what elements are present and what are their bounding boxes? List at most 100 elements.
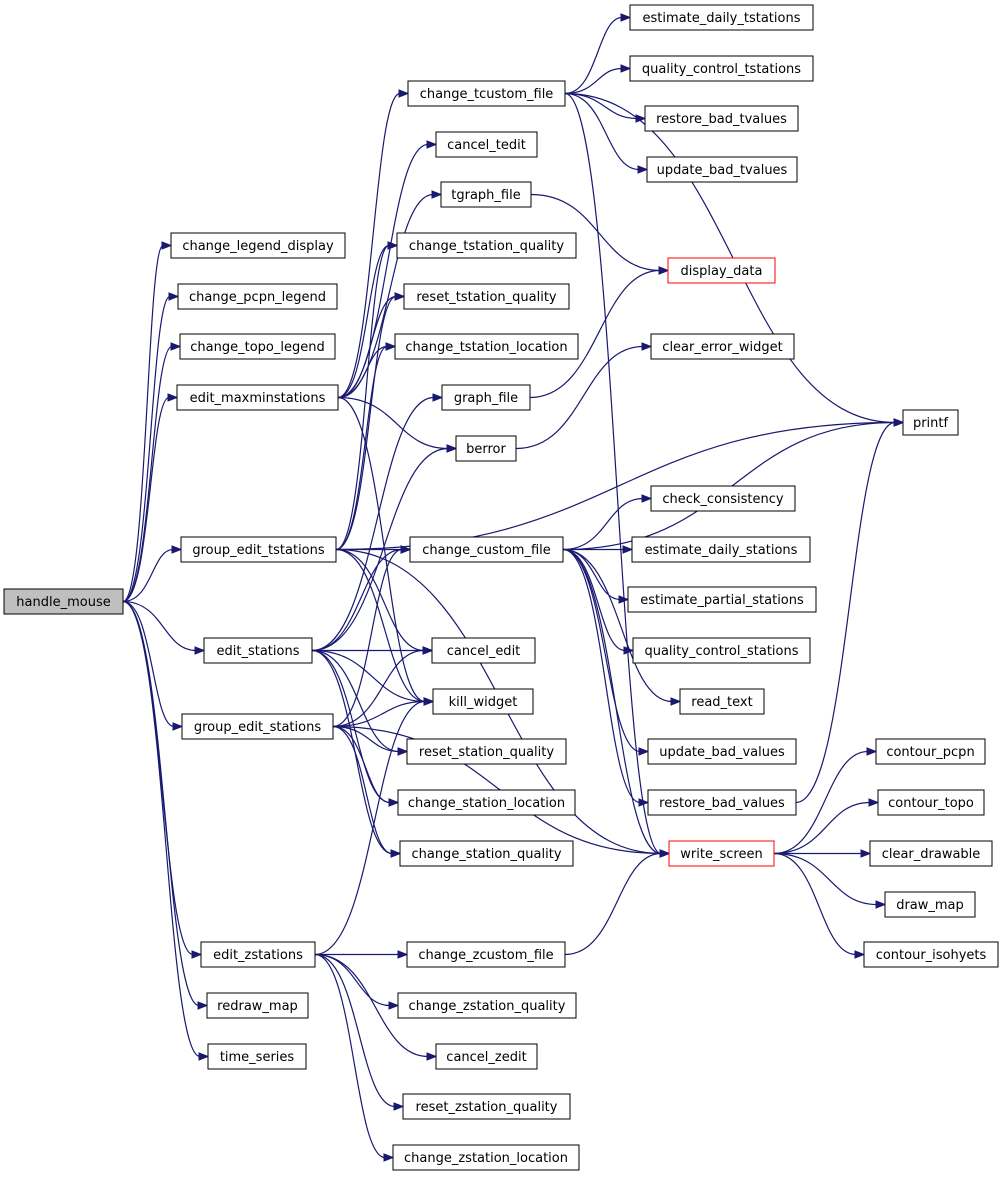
edge-change_tcustom_file-to-quality_control_tstations — [564, 67, 623, 95]
arrowhead-printf — [893, 418, 905, 427]
node-label: draw_map — [896, 898, 964, 913]
node-change-topo-legend[interactable]: change_topo_legend — [179, 333, 336, 360]
node-reset-zstation-quality[interactable]: reset_zstation_quality — [402, 1093, 571, 1120]
node-reset-station-quality[interactable]: reset_station_quality — [406, 738, 567, 765]
node-change-custom-file[interactable]: change_custom_file — [409, 536, 564, 563]
node-read-text[interactable]: read_text — [679, 688, 765, 715]
arrowhead-estimate_partial_stations — [618, 595, 630, 604]
edge-graph_file-to-display_data — [529, 269, 661, 399]
node-label: write_screen — [680, 847, 762, 862]
node-update-bad-values[interactable]: update_bad_values — [647, 738, 797, 765]
node-change-tstation-location[interactable]: change_tstation_location — [394, 333, 579, 360]
node-reset-tstation-quality[interactable]: reset_tstation_quality — [403, 283, 570, 310]
node-berror[interactable]: berror — [455, 435, 517, 462]
node-change-legend-display[interactable]: change_legend_display — [170, 232, 346, 259]
edge-handle_mouse-to-change_legend_display — [122, 244, 164, 603]
node-change-pcpn-legend[interactable]: change_pcpn_legend — [177, 283, 338, 310]
node-change-station-quality[interactable]: change_station_quality — [399, 840, 574, 867]
arrowhead-estimate_daily_tstations — [620, 13, 632, 22]
node-box — [440, 181, 532, 208]
node-box — [396, 232, 577, 259]
node-label: restore_bad_tvalues — [656, 112, 787, 127]
node-label: contour_topo — [888, 796, 974, 811]
node-contour-isohyets[interactable]: contour_isohyets — [863, 941, 999, 968]
node-change-station-location[interactable]: change_station_location — [397, 789, 576, 816]
arrowhead-change_custom_file — [400, 545, 412, 554]
node-label: change_tstation_quality — [409, 239, 564, 254]
arrowhead-contour_pcpn — [866, 747, 878, 756]
edge-group_edit_stations-to-change_custom_file — [332, 548, 403, 728]
node-box — [647, 789, 797, 816]
node-redraw-map[interactable]: redraw_map — [206, 992, 309, 1019]
edge-group_edit_tstations-to-change_tstation_location — [335, 345, 388, 551]
node-box — [3, 588, 124, 615]
node-label: change_zstation_location — [404, 1151, 568, 1166]
node-group-edit-stations[interactable]: group_edit_stations — [181, 713, 334, 740]
node-label: check_consistency — [662, 492, 784, 507]
arrowhead-edit_stations — [194, 646, 206, 655]
node-time-series[interactable]: time_series — [207, 1043, 307, 1070]
node-box — [667, 257, 776, 284]
node-change-tcustom-file[interactable]: change_tcustom_file — [407, 80, 566, 107]
node-group-edit-tstations[interactable]: group_edit_tstations — [180, 536, 337, 563]
node-cancel-tedit[interactable]: cancel_tedit — [435, 131, 538, 158]
arrowhead-reset_tstation_quality — [394, 292, 406, 301]
node-box — [176, 384, 339, 411]
node-box — [207, 1043, 307, 1070]
arrowhead-edit_maxminstations — [167, 393, 179, 402]
node-change-zcustom-file[interactable]: change_zcustom_file — [406, 941, 566, 968]
edge-edit_maxminstations-to-cancel_tedit — [337, 143, 429, 399]
node-estimate-partial-stations[interactable]: estimate_partial_stations — [627, 586, 817, 613]
edge-edit_stations-to-berror — [311, 447, 449, 652]
edge-edit_maxminstations-to-change_tstation_quality — [337, 244, 390, 399]
node-write-screen[interactable]: write_screen — [668, 840, 775, 867]
edge-handle_mouse-to-edit_stations — [122, 600, 197, 652]
node-change-tstation-quality[interactable]: change_tstation_quality — [396, 232, 577, 259]
node-update-bad-tvalues[interactable]: update_bad_tvalues — [646, 156, 798, 183]
node-restore-bad-tvalues[interactable]: restore_bad_tvalues — [644, 105, 799, 132]
node-cancel-zedit[interactable]: cancel_zedit — [435, 1043, 538, 1070]
node-box — [902, 409, 959, 436]
node-tgraph-file[interactable]: tgraph_file — [440, 181, 532, 208]
arrowhead-reset_station_quality — [397, 747, 409, 756]
node-check-consistency[interactable]: check_consistency — [650, 485, 796, 512]
node-quality-control-stations[interactable]: quality_control_stations — [632, 637, 811, 664]
node-change-zstation-location[interactable]: change_zstation_location — [392, 1144, 580, 1171]
node-display-data[interactable]: display_data — [667, 257, 776, 284]
node-edit-zstations[interactable]: edit_zstations — [200, 941, 316, 968]
node-cancel-edit[interactable]: cancel_edit — [431, 637, 536, 664]
node-box — [399, 840, 574, 867]
node-label: cancel_tedit — [447, 138, 526, 153]
arrowhead-kill_widget — [423, 697, 435, 706]
arrowhead-change_tstation_location — [385, 342, 397, 351]
node-label: printf — [913, 416, 949, 431]
node-edit-maxminstations[interactable]: edit_maxminstations — [176, 384, 339, 411]
node-box — [200, 941, 316, 968]
node-change-zstation-quality[interactable]: change_zstation_quality — [397, 992, 577, 1019]
node-label: edit_maxminstations — [190, 391, 326, 406]
node-contour-topo[interactable]: contour_topo — [877, 789, 985, 816]
node-label: update_bad_tvalues — [657, 163, 788, 178]
arrowhead-group_edit_stations — [172, 722, 184, 731]
node-box — [644, 105, 799, 132]
node-clear-drawable[interactable]: clear_drawable — [869, 840, 993, 867]
edge-group_edit_stations-to-cancel_edit — [332, 649, 425, 728]
node-clear-error-widget[interactable]: clear_error_widget — [650, 333, 795, 360]
node-printf[interactable]: printf — [902, 409, 959, 436]
node-graph-file[interactable]: graph_file — [441, 384, 531, 411]
node-handle-mouse[interactable]: handle_mouse — [3, 588, 124, 615]
node-quality-control-tstations[interactable]: quality_control_tstations — [629, 55, 814, 82]
node-draw-map[interactable]: draw_map — [884, 891, 976, 918]
node-kill-widget[interactable]: kill_widget — [432, 688, 534, 715]
node-label: edit_stations — [217, 644, 300, 659]
node-box — [409, 536, 564, 563]
node-box — [455, 435, 517, 462]
arrowhead-change_zstation_quality — [388, 1001, 400, 1010]
edge-edit_maxminstations-to-change_tcustom_file — [337, 92, 401, 399]
edge-tgraph_file-to-display_data — [530, 193, 661, 272]
node-estimate-daily-tstations[interactable]: estimate_daily_tstations — [629, 4, 814, 31]
node-estimate-daily-stations[interactable]: estimate_daily_stations — [631, 536, 811, 563]
node-restore-bad-values[interactable]: restore_bad_values — [647, 789, 797, 816]
node-contour-pcpn[interactable]: contour_pcpn — [875, 738, 986, 765]
node-edit-stations[interactable]: edit_stations — [203, 637, 313, 664]
